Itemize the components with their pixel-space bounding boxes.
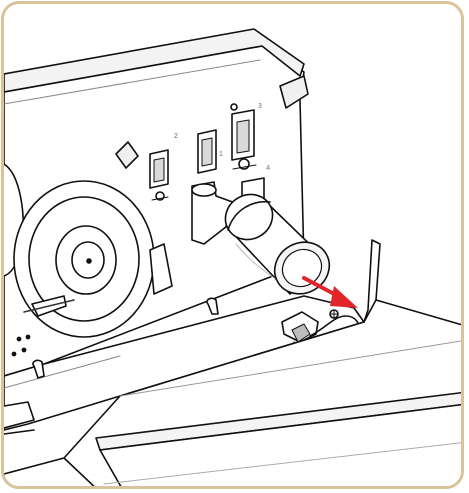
keyhole-slot bbox=[206, 297, 219, 315]
slot-label-2: 2 bbox=[174, 133, 178, 140]
front-cover-lip bbox=[95, 391, 461, 451]
latch-tab bbox=[115, 141, 139, 169]
printer-illustration: 2 1 3 4 bbox=[4, 28, 461, 486]
lid-top-edge bbox=[4, 28, 305, 93]
direction-arrow-icon bbox=[302, 276, 358, 308]
slot-label-3: 3 bbox=[258, 103, 262, 110]
slot-label-1: 1 bbox=[219, 151, 223, 158]
slot-2 bbox=[149, 149, 169, 201]
slot-1 bbox=[197, 129, 217, 174]
illustration-frame: 2 1 3 4 bbox=[1, 1, 464, 489]
media-guide bbox=[149, 243, 173, 295]
cable-core bbox=[224, 193, 331, 295]
front-cover-window bbox=[99, 403, 461, 486]
housing-post bbox=[279, 75, 309, 109]
slot-label-4: 4 bbox=[266, 165, 270, 172]
slot-3 bbox=[230, 103, 257, 170]
front-cover-inner-edge bbox=[363, 299, 377, 323]
label-roll bbox=[13, 180, 155, 338]
keyhole-slot-left bbox=[32, 359, 45, 379]
